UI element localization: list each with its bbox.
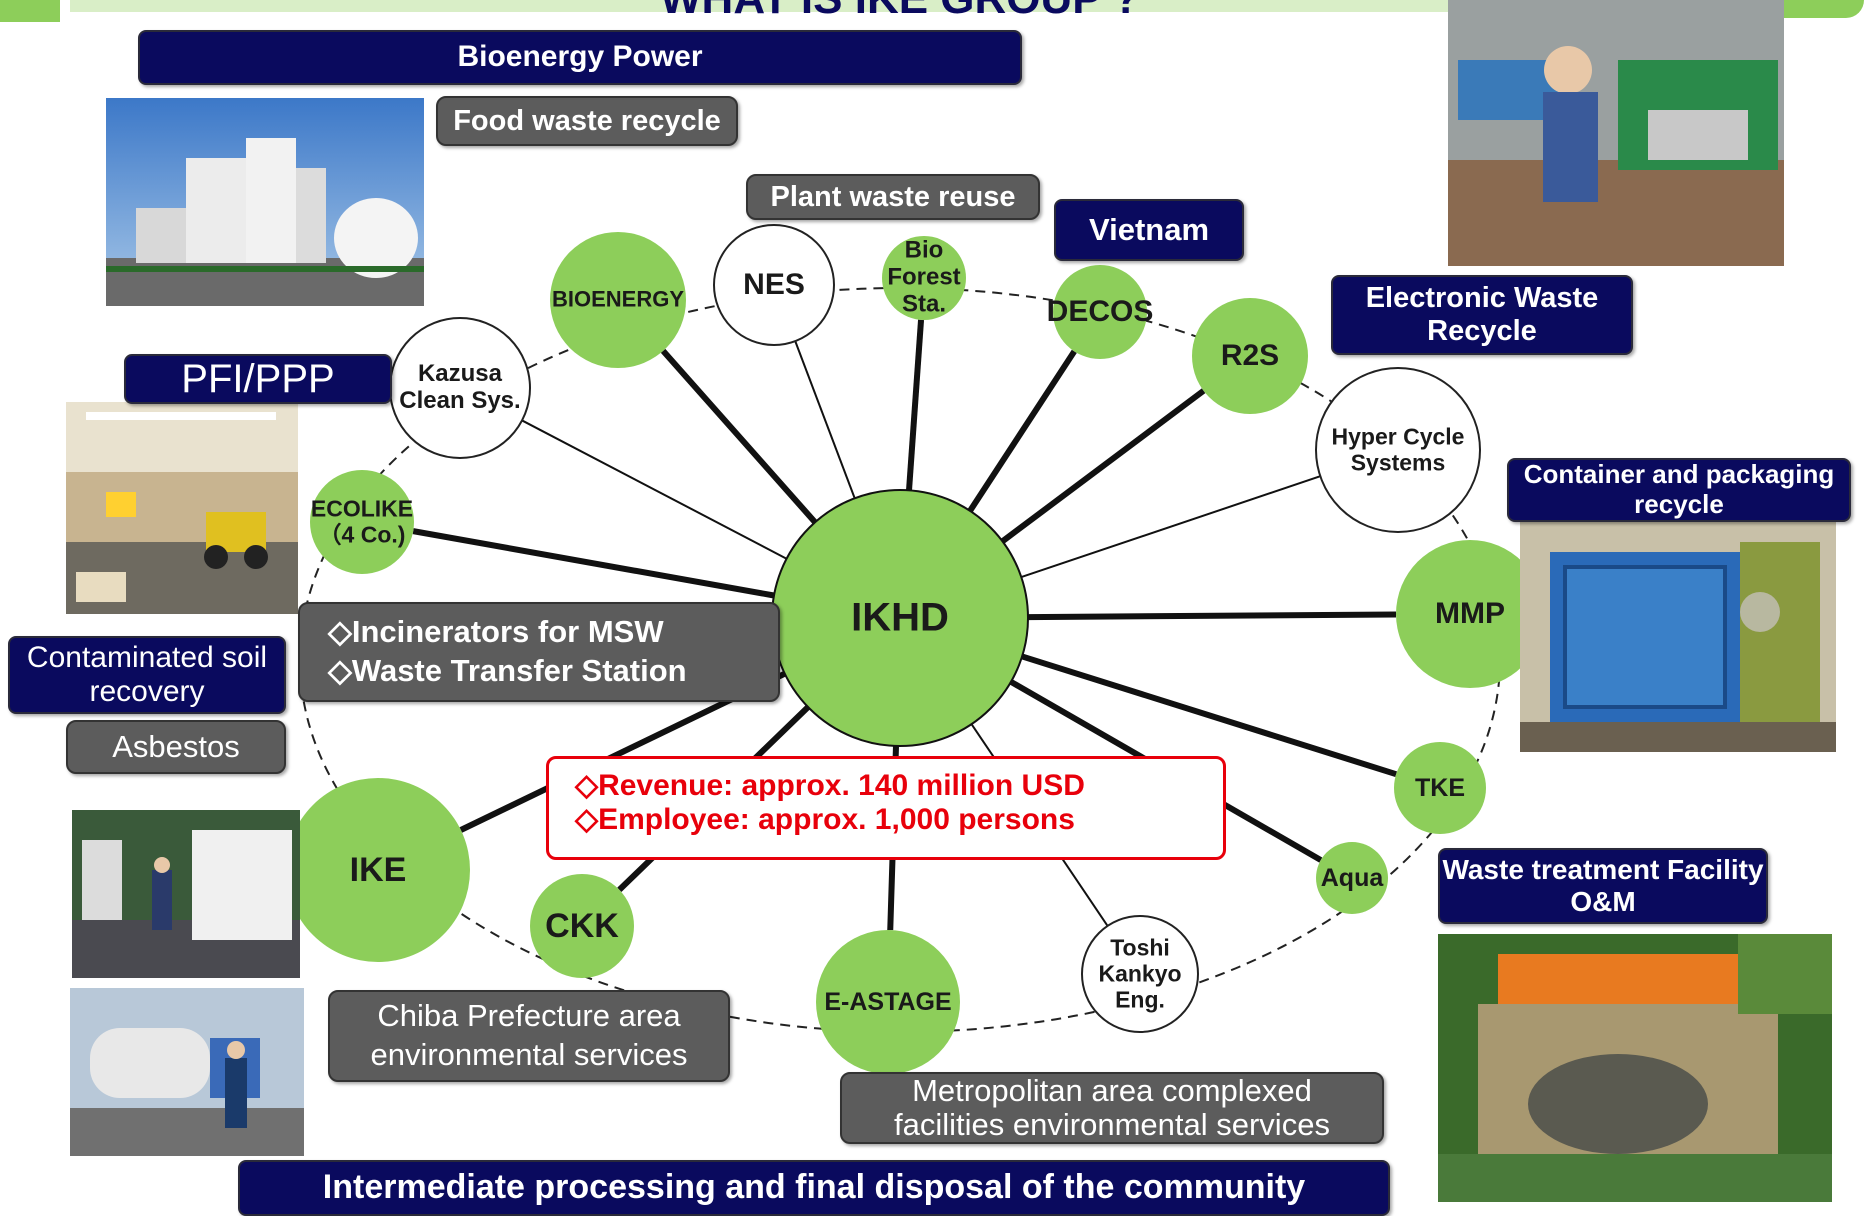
electronic-waste-photo xyxy=(1448,0,1784,266)
spoke-hypercycle xyxy=(1020,475,1321,579)
spoke-r2s xyxy=(1000,388,1206,544)
node-label-ckk: CKK xyxy=(545,906,619,945)
plant-waste-label: Plant waste reuse xyxy=(746,174,1040,220)
node-label-ike: IKE xyxy=(349,850,407,889)
node-label-r2s: R2S xyxy=(1220,339,1280,373)
tanker-truck-photo xyxy=(70,988,304,1156)
container-recycle-photo xyxy=(1520,522,1836,752)
container-packaging-label: Container and packaging recycle xyxy=(1507,458,1851,522)
node-mmp xyxy=(1396,540,1544,688)
node-nes xyxy=(713,224,835,346)
metropolitan-label: Metropolitan area complexed facilities e… xyxy=(840,1072,1384,1144)
garbage-truck-photo xyxy=(72,810,300,978)
node-r2s xyxy=(1192,298,1308,414)
node-hypercycle xyxy=(1315,367,1481,533)
revenue-line: ◇Revenue: approx. 140 million USD xyxy=(575,769,1085,802)
chiba-label: Chiba Prefecture area environmental serv… xyxy=(328,990,730,1082)
revenue-callout: ◇Revenue: approx. 140 million USD ◇Emplo… xyxy=(546,756,1226,860)
intermediate-processing-label: Intermediate processing and final dispos… xyxy=(238,1160,1390,1216)
node-ckk xyxy=(530,874,634,978)
spoke-decos xyxy=(967,349,1077,513)
bioenergy-power-label: Bioenergy Power xyxy=(138,30,1022,85)
page-title: WHAT IS IKE GROUP ? xyxy=(540,0,1260,24)
node-label-mmp: MMP xyxy=(1435,597,1505,631)
spoke-tke xyxy=(1021,653,1398,778)
node-toshi xyxy=(1081,915,1199,1033)
node-label-tke: TKE xyxy=(1415,774,1465,802)
node-bioforest xyxy=(882,236,966,320)
contaminated-soil-label: Contaminated soil recovery xyxy=(8,636,286,714)
node-bioenergy xyxy=(550,232,686,368)
node-label-nes: NES xyxy=(743,268,805,302)
spoke-ecolike xyxy=(412,528,775,599)
node-label-eastage: E-ASTAGE xyxy=(824,988,952,1016)
spoke-mmp xyxy=(1027,611,1397,621)
node-label-decos: DECOS xyxy=(1046,295,1154,329)
food-waste-label: Food waste recycle xyxy=(436,96,738,146)
header-accent-left xyxy=(0,0,60,22)
spoke-bioenergy xyxy=(660,348,818,525)
node-ike xyxy=(286,778,470,962)
node-eastage xyxy=(816,930,960,1074)
biogas-plant-photo xyxy=(106,98,424,306)
node-tke xyxy=(1394,742,1486,834)
spoke-kazusa xyxy=(521,419,788,560)
node-aqua xyxy=(1316,842,1388,914)
node-label-bioenergy: BIOENERGY xyxy=(551,286,685,312)
employee-line: ◇Employee: approx. 1,000 persons xyxy=(575,802,1075,836)
electronic-waste-label: Electronic Waste Recycle xyxy=(1331,275,1633,355)
asbestos-label: Asbestos xyxy=(66,720,286,774)
spoke-nes xyxy=(794,340,856,499)
pfi-ppp-label: PFI/PPP xyxy=(124,354,392,404)
node-label-aqua: Aqua xyxy=(1320,864,1384,892)
spoke-bioforest xyxy=(906,319,925,491)
vietnam-label: Vietnam xyxy=(1054,199,1244,261)
header-accent-bar xyxy=(70,0,1450,12)
landfill-aerial-photo xyxy=(1438,934,1832,1202)
node-decos xyxy=(1053,265,1147,359)
hub-label: IKHD xyxy=(851,595,949,640)
waste-treatment-label: Waste treatment Facility O&M xyxy=(1438,848,1768,924)
incinerators-line: ◇Incinerators for MSW xyxy=(328,614,664,650)
header-accent-right xyxy=(1760,0,1864,18)
node-label-ecolike: ECOLIKE（4 Co.) xyxy=(310,495,414,547)
transfer-station-line: ◇Waste Transfer Station xyxy=(328,653,687,688)
incinerators-box: ◇Incinerators for MSW ◇Waste Transfer St… xyxy=(298,602,780,702)
node-ecolike xyxy=(310,470,414,574)
pfi-facility-photo xyxy=(66,402,298,614)
